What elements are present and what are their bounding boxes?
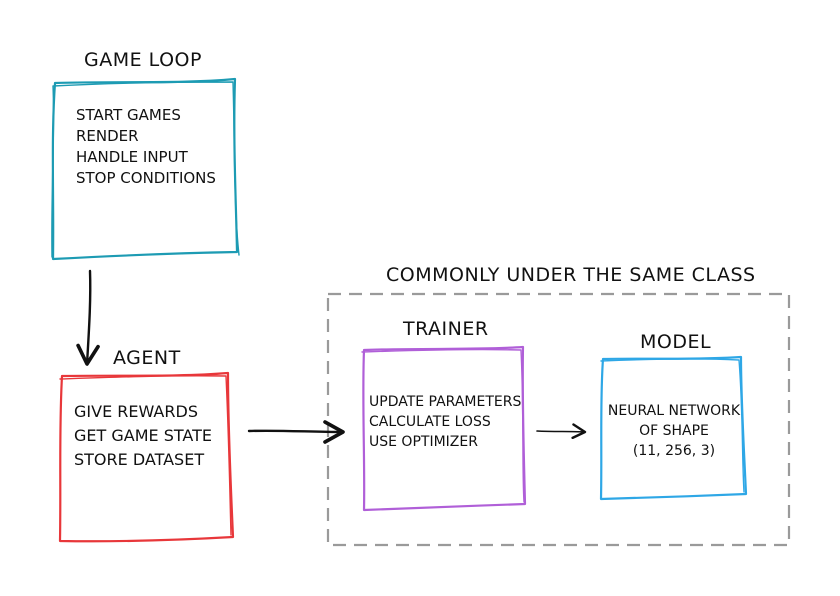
- list-item: GET GAME STATE: [74, 426, 212, 445]
- list-item: STOP CONDITIONS: [76, 169, 216, 187]
- game-loop-box: [51, 77, 240, 261]
- list-item: NEURAL NETWORK: [607, 403, 741, 419]
- list-item: UPDATE PARAMETERS: [369, 394, 522, 410]
- list-item: HANDLE INPUT: [76, 148, 188, 166]
- agent-box: [58, 371, 235, 543]
- game-loop-list: START GAMES RENDER HANDLE INPUT STOP CON…: [76, 105, 216, 189]
- trainer-box: [361, 345, 527, 512]
- group-title: COMMONLY UNDER THE SAME CLASS: [386, 264, 756, 286]
- list-item: START GAMES: [76, 106, 181, 124]
- arrow-trainer-to-model: [536, 423, 587, 440]
- game-loop-title: GAME LOOP: [84, 49, 202, 71]
- trainer-list: UPDATE PARAMETERS CALCULATE LOSS USE OPT…: [369, 392, 521, 452]
- list-item: OF SHAPE: [639, 423, 709, 439]
- list-item: USE OPTIMIZER: [369, 434, 478, 450]
- list-item: RENDER: [76, 127, 139, 145]
- list-item: STORE DATASET: [74, 450, 205, 469]
- model-title: MODEL: [640, 331, 712, 353]
- list-item: CALCULATE LOSS: [369, 414, 491, 430]
- list-item: (11, 256, 3): [632, 443, 716, 459]
- agent-title: AGENT: [113, 347, 181, 369]
- list-item: GIVE REWARDS: [74, 402, 198, 421]
- trainer-title: TRAINER: [403, 318, 489, 340]
- arrow-game-loop-to-agent: [76, 269, 100, 366]
- agent-list: GIVE REWARDS GET GAME STATE STORE DATASE…: [74, 400, 212, 472]
- model-list: NEURAL NETWORK OF SHAPE (11, 256, 3): [606, 401, 742, 461]
- model-box: [599, 355, 748, 501]
- arrow-agent-to-trainer: [247, 420, 345, 444]
